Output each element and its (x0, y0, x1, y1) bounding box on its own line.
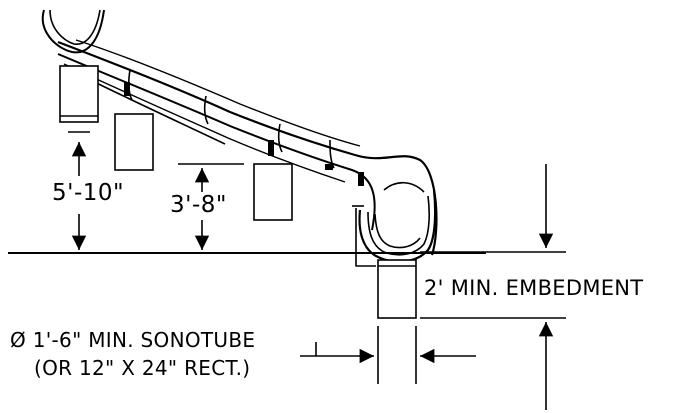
footing-upper (59, 65, 99, 123)
dim-upper-height (68, 131, 90, 250)
sonotube-label-line2: (OR 12" X 24" RECT.) (34, 356, 251, 380)
sonotube-label-line1: Ø 1'-6" MIN. SONOTUBE (10, 328, 256, 352)
embedment-label: 2' MIN. EMBEDMENT (424, 276, 644, 300)
dim-lower-height (178, 163, 244, 250)
slide-body (41, 9, 438, 267)
footing-mid (114, 113, 154, 171)
footing-embedded (377, 259, 417, 319)
dim-sonotube (300, 326, 476, 384)
footing-lower (253, 163, 293, 221)
lower-height-label: 3'-8" (170, 192, 227, 218)
footings (59, 65, 417, 319)
upper-height-label: 5'-10" (52, 180, 125, 206)
dim-embedment (420, 164, 566, 410)
